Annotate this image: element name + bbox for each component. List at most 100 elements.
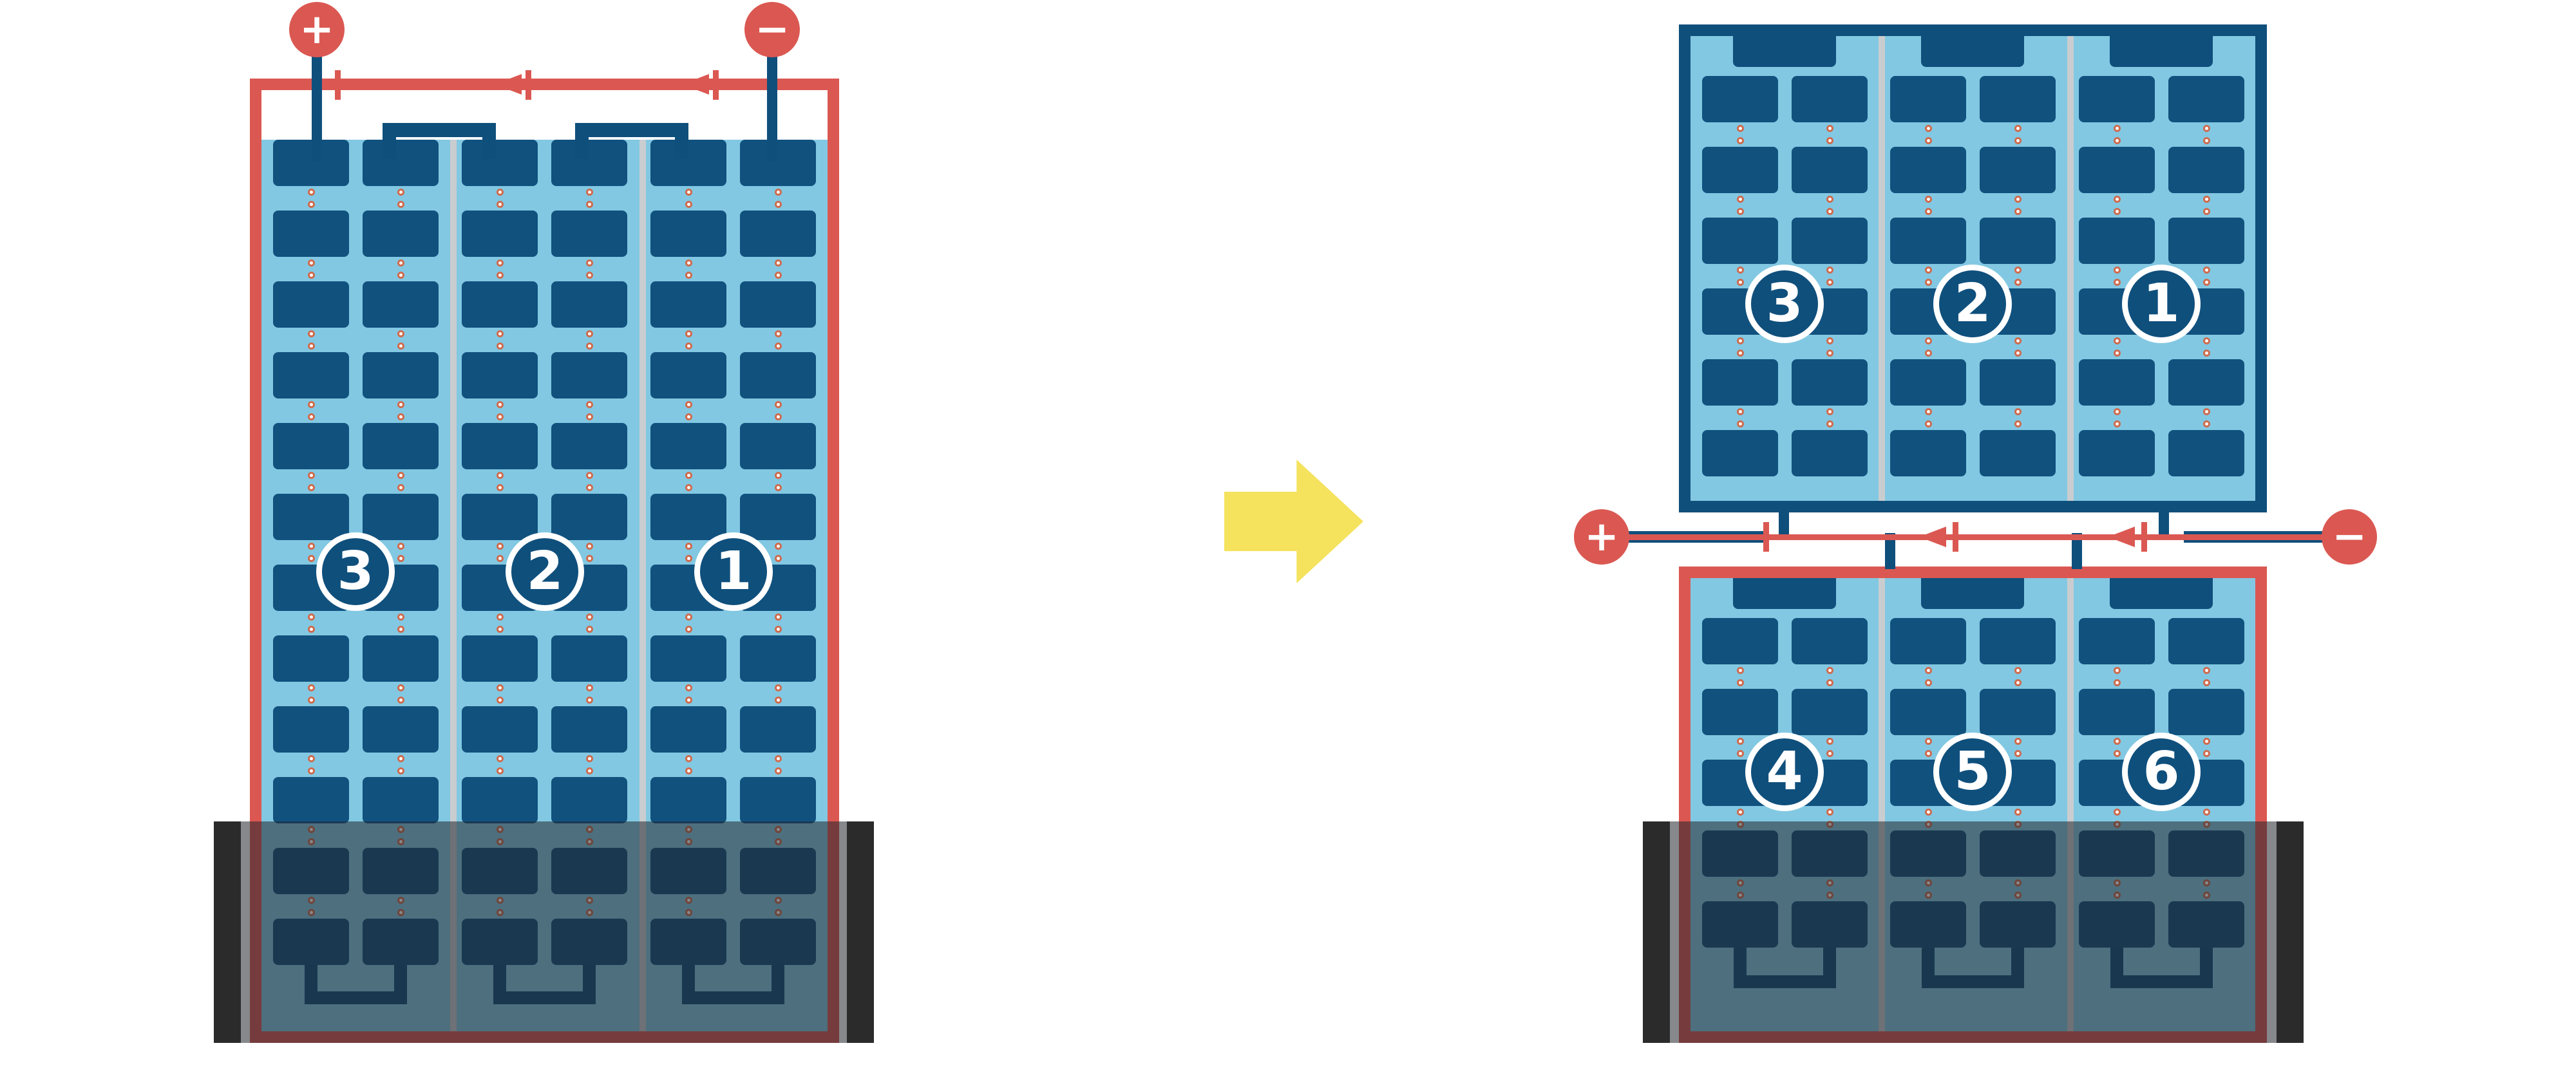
negative-terminal-left: −	[744, 2, 800, 57]
connection-dot	[775, 484, 782, 491]
connection-dot	[397, 413, 404, 420]
plate	[1792, 218, 1868, 264]
connection-dot	[397, 342, 404, 350]
connection-dot	[497, 626, 504, 633]
connection-dot	[1826, 337, 1833, 344]
connection-dot	[397, 201, 404, 208]
connection-dot	[2203, 125, 2210, 132]
connection-dot	[2114, 667, 2121, 674]
connection-dot	[685, 755, 692, 762]
connection-dot	[497, 697, 504, 704]
connection-dot	[2114, 738, 2121, 745]
plate	[2168, 359, 2244, 406]
plate	[273, 281, 349, 328]
cell-number-label: 1	[715, 541, 752, 602]
connection-dot	[2203, 337, 2210, 344]
plate	[1890, 689, 1966, 735]
fluid-band-left	[214, 821, 874, 1043]
connection-dot	[308, 484, 315, 491]
connection-dot	[1737, 667, 1744, 674]
connection-dot	[397, 330, 404, 337]
connection-dot	[2114, 137, 2121, 144]
connection-dot	[397, 697, 404, 704]
current-direction-arrow-icon	[495, 74, 522, 95]
plate	[740, 281, 816, 328]
cell-top-connector	[1733, 36, 1836, 67]
connection-dot	[2114, 420, 2121, 427]
connection-dot	[1737, 420, 1744, 427]
plate	[2168, 218, 2244, 264]
connection-dot	[685, 413, 692, 420]
connection-dot	[2014, 279, 2022, 286]
connection-dot	[1826, 750, 1833, 757]
connection-dot	[2203, 667, 2210, 674]
connection-dot	[1826, 137, 1833, 144]
plate	[740, 494, 816, 540]
connection-dot	[497, 684, 504, 691]
plate	[1792, 689, 1868, 735]
plate	[462, 635, 538, 682]
connection-dot	[397, 614, 404, 621]
connection-dot	[1826, 667, 1833, 674]
connection-dot	[2014, 679, 2022, 686]
cell-top-connector	[1921, 36, 2024, 67]
plate	[650, 281, 726, 328]
connection-dot	[586, 767, 593, 774]
connection-dot	[586, 543, 593, 550]
positive-terminal-left: +	[289, 2, 345, 57]
connection-dot	[497, 484, 504, 491]
connection-dot	[497, 342, 504, 350]
plate	[1792, 430, 1868, 476]
connection-dot	[1826, 420, 1833, 427]
band-end-cap	[2277, 821, 2304, 1043]
connection-dot	[1737, 196, 1744, 203]
connection-dot	[397, 259, 404, 267]
plus-icon: +	[1584, 513, 1619, 561]
current-tick	[1953, 522, 1958, 552]
cell-number-label: 6	[2143, 741, 2180, 802]
connection-dot	[308, 189, 315, 196]
plate	[551, 281, 627, 328]
plate	[363, 635, 439, 682]
plate	[1890, 218, 1966, 264]
series-jumper-leg	[575, 123, 589, 159]
connection-dot	[2203, 137, 2210, 144]
plate	[462, 706, 538, 753]
module-terminal-stub	[2159, 507, 2169, 537]
cell-number: 1	[2122, 265, 2201, 343]
connection-dot	[685, 272, 692, 279]
plate	[740, 777, 816, 823]
plate	[650, 777, 726, 823]
connection-dot	[308, 755, 315, 762]
plate	[462, 281, 538, 328]
plate	[2079, 218, 2155, 264]
connection-dot	[1737, 809, 1744, 816]
plate	[1980, 147, 2056, 193]
connection-dot	[397, 484, 404, 491]
cell-number: 1	[694, 532, 773, 611]
connection-dot	[586, 472, 593, 479]
connection-dot	[2014, 738, 2022, 745]
plate	[363, 352, 439, 398]
connection-dot	[1925, 196, 1932, 203]
connection-dot	[2203, 738, 2210, 745]
connection-dot	[2014, 667, 2022, 674]
connection-dot	[497, 472, 504, 479]
connection-dot	[586, 189, 593, 196]
plate	[1980, 430, 2056, 476]
negative-terminal-right: −	[2322, 509, 2377, 565]
plate	[363, 423, 439, 469]
connection-dot	[586, 614, 593, 621]
plate	[650, 635, 726, 682]
connection-dot	[497, 413, 504, 420]
plate	[2079, 430, 2155, 476]
cell-number-label: 1	[2143, 273, 2180, 334]
connection-dot	[497, 755, 504, 762]
plate	[363, 140, 439, 186]
plate	[551, 211, 627, 257]
connection-dot	[775, 189, 782, 196]
connection-dot	[397, 555, 404, 562]
plate	[650, 706, 726, 753]
plate	[1702, 76, 1778, 122]
